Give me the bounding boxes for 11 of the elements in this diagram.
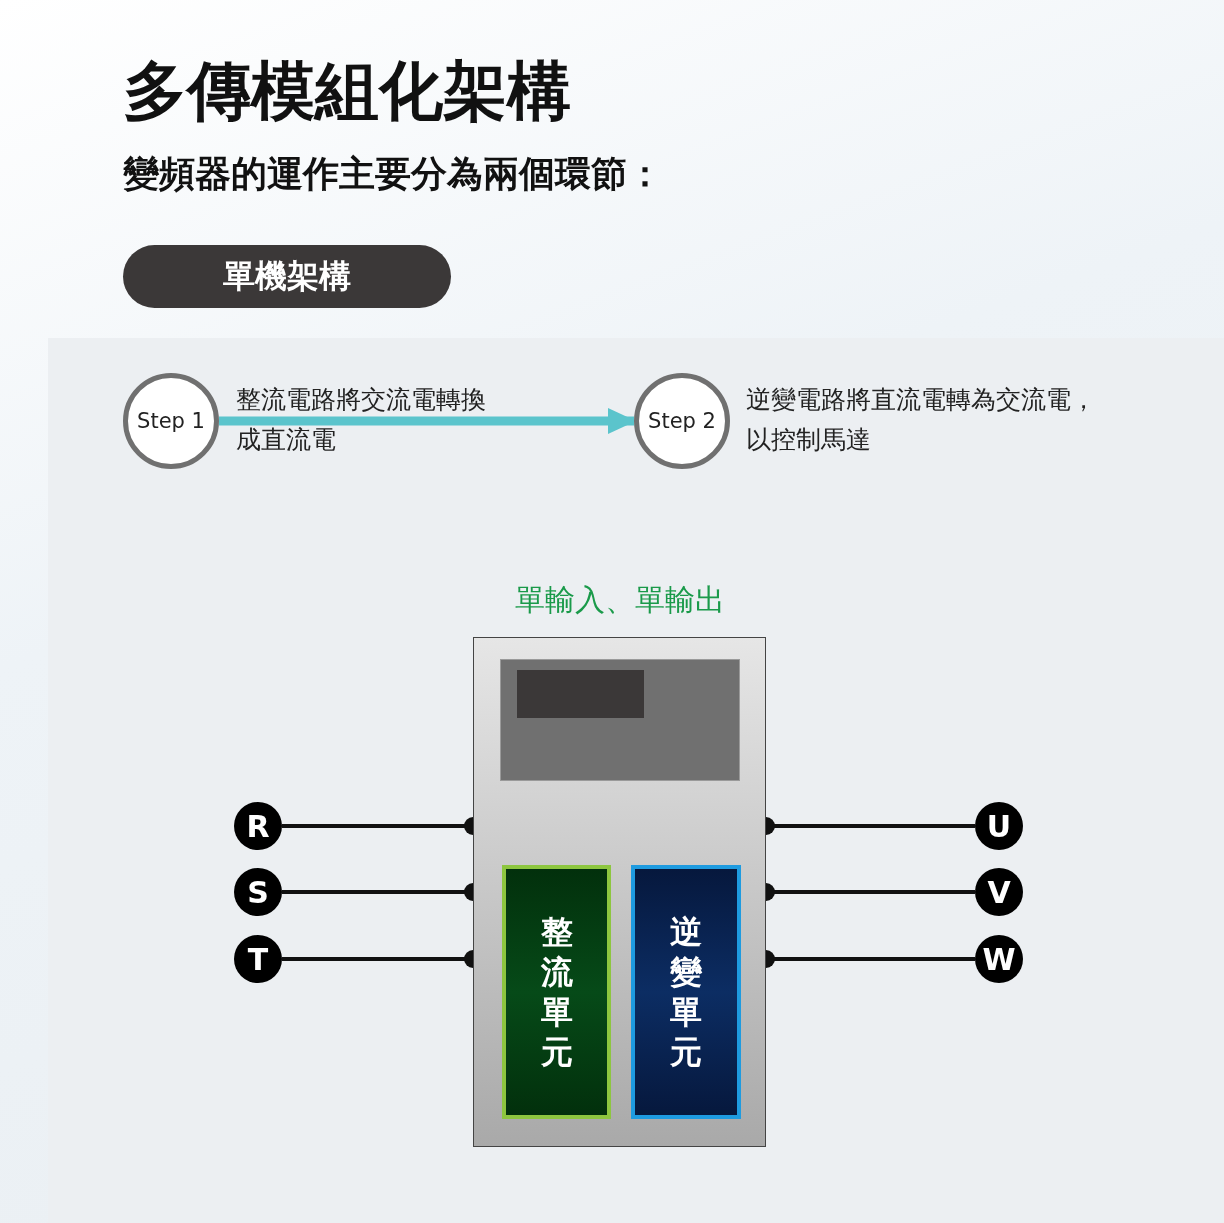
title: 多傳模組化架構 <box>123 53 571 130</box>
unit-label: 逆變單元 <box>669 912 703 1072</box>
unit-panel <box>631 865 741 1119</box>
unit-panel <box>502 865 611 1119</box>
device-heading: 單輸入、單輸出 <box>513 581 726 619</box>
tag-pill: 單機架構 <box>123 245 451 308</box>
step-description: 逆變電路將直流電轉為交流電，以控制馬達 <box>746 384 1097 456</box>
unit-label: 整流單元 <box>539 912 574 1072</box>
arrow <box>219 408 636 434</box>
subtitle: 變頻器的運作主要分為兩個環節： <box>123 152 663 196</box>
step-description: 整流電路將交流電轉換成直流電 <box>236 384 487 456</box>
